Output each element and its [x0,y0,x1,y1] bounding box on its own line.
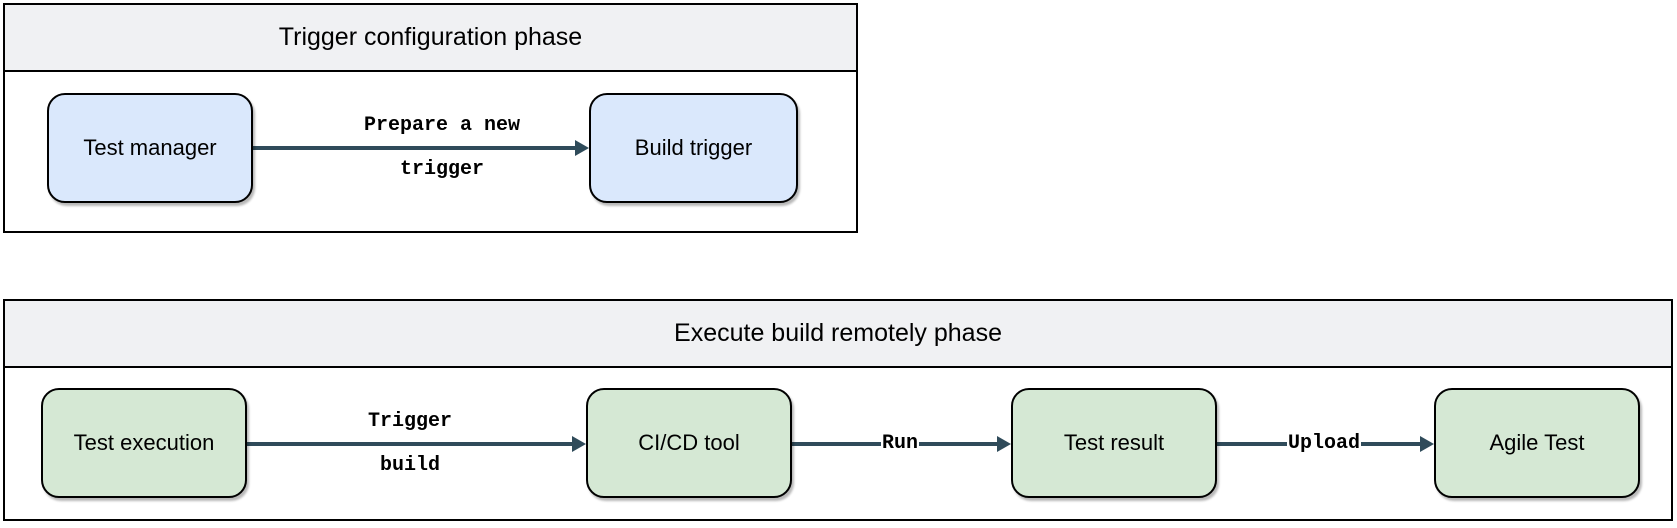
edge-label-line: Trigger [367,410,452,433]
edge-label-upload: Upload [1264,430,1384,458]
edge-label-line: build [379,454,440,477]
phase-title: Trigger configuration phase [278,23,583,51]
phase-title: Execute build remotely phase [674,319,1002,347]
node-label: Build trigger [634,135,753,160]
node-test-result: Test result [1011,388,1217,498]
edge-label-line: Upload [1286,430,1361,458]
arrow-line [253,146,575,150]
node-cicd-tool: CI/CD tool [586,388,792,498]
edge-label-line: Prepare a new [363,114,521,137]
node-build-trigger: Build trigger [589,93,798,203]
arrow-head [575,140,589,156]
phase-header: Execute build remotely phase [5,301,1671,368]
node-label: Test result [1063,430,1165,455]
node-label: Test manager [83,135,217,160]
arrow-line [247,442,572,446]
phase-container-execute-build-remotely: Execute build remotely phase Test execut… [3,299,1673,521]
edge-label-trigger-build: Trigger build [260,408,560,480]
phase-header: Trigger configuration phase [5,5,856,72]
edge-label-line: Run [880,430,919,458]
node-test-execution: Test execution [41,388,247,498]
arrow-head [572,436,586,452]
node-label: Agile Test [1489,430,1585,455]
arrow-head [997,436,1011,452]
node-agile-test: Agile Test [1434,388,1640,498]
arrow-head [1420,436,1434,452]
edge-label-run: Run [850,430,950,458]
phase-container-trigger-configuration: Trigger configuration phase Test manager… [3,3,858,233]
edge-label-line: trigger [399,158,484,181]
node-test-manager: Test manager [47,93,253,203]
node-label: Test execution [73,430,215,455]
node-label: CI/CD tool [638,430,740,455]
edge-label-prepare-a-new-trigger: Prepare a new trigger [292,112,592,184]
